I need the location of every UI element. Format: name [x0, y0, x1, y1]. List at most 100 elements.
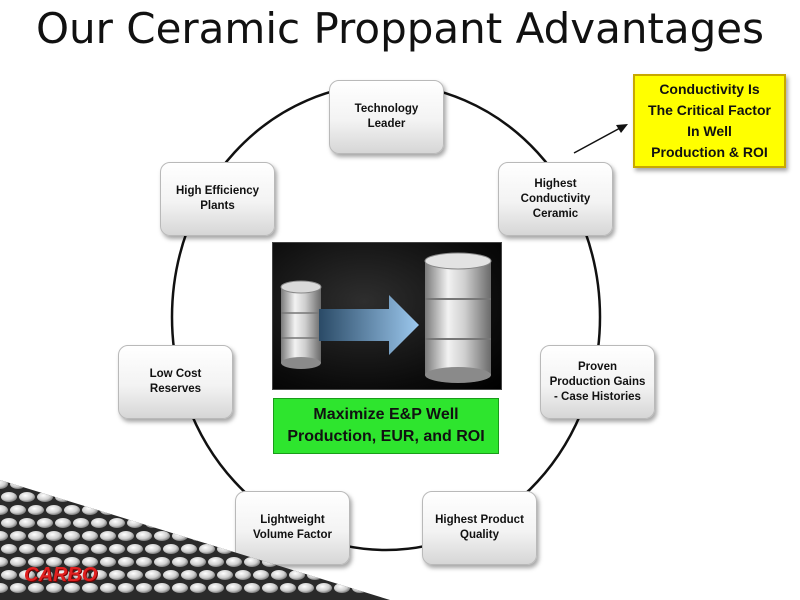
pellet [0, 557, 8, 567]
pellet [244, 583, 260, 593]
pellet [28, 583, 44, 593]
pellet [370, 583, 386, 593]
pellet [253, 544, 269, 554]
pellet [262, 557, 278, 567]
pellet [208, 583, 224, 593]
pellet [379, 518, 390, 528]
node-proven-production-gains: Proven Production Gains - Case Histories [540, 345, 655, 419]
pellet [190, 480, 206, 489]
pellet [199, 570, 215, 580]
pellet [37, 518, 53, 528]
pellet [181, 518, 197, 528]
pellet [64, 480, 80, 489]
pellet [316, 505, 332, 515]
pellet [289, 492, 305, 502]
pellet [253, 570, 269, 580]
pellet [154, 557, 170, 567]
pellet [316, 480, 332, 489]
pellet [370, 557, 386, 567]
pellet [19, 492, 35, 502]
pellet [370, 480, 386, 489]
pellet [370, 531, 386, 541]
pellet [199, 492, 215, 502]
pellet [163, 544, 179, 554]
pellet [19, 570, 35, 580]
pellet [208, 480, 224, 489]
pellet [199, 518, 215, 528]
pellet [100, 480, 116, 489]
pellet [343, 492, 359, 502]
pellet [100, 531, 116, 541]
pellet [361, 492, 377, 502]
pellet [199, 544, 215, 554]
pellet [73, 518, 89, 528]
pellet [0, 583, 8, 593]
pellet [55, 570, 71, 580]
pellet [325, 544, 341, 554]
pellet [46, 480, 62, 489]
pellet [172, 480, 188, 489]
pellet [118, 531, 134, 541]
small-barrel-icon [280, 280, 322, 369]
pellet [109, 492, 125, 502]
pellet [10, 531, 26, 541]
pellet [55, 518, 71, 528]
pellet [244, 531, 260, 541]
node-highest-conductivity-ceramic: Highest Conductivity Ceramic [498, 162, 613, 236]
pellet [46, 505, 62, 515]
pellet [28, 505, 44, 515]
pellet [226, 557, 242, 567]
pellet [73, 544, 89, 554]
pellet [208, 531, 224, 541]
pellet [82, 557, 98, 567]
pellet [280, 583, 296, 593]
pellet [298, 480, 314, 489]
pellet [226, 531, 242, 541]
pellet [127, 544, 143, 554]
pellet [55, 544, 71, 554]
pellet [325, 570, 341, 580]
pellet [154, 505, 170, 515]
pellet [1, 518, 17, 528]
pellet [109, 518, 125, 528]
pellet [343, 544, 359, 554]
pellet [0, 505, 8, 515]
pellet [316, 557, 332, 567]
pellet [82, 505, 98, 515]
pellet [1, 544, 17, 554]
pellet [154, 480, 170, 489]
pellet [82, 480, 98, 489]
pellet [28, 480, 44, 489]
pellet [235, 544, 251, 554]
pellet [163, 518, 179, 528]
pellet [136, 583, 152, 593]
pellet [100, 583, 116, 593]
pellet [325, 518, 341, 528]
pellet [73, 492, 89, 502]
pellet [64, 505, 80, 515]
pellet [46, 583, 62, 593]
pellet [73, 570, 89, 580]
pellet [1, 492, 17, 502]
pellet [100, 557, 116, 567]
pellet [145, 492, 161, 502]
pellet [145, 544, 161, 554]
pellet [244, 505, 260, 515]
pellet [253, 492, 269, 502]
pellet [379, 544, 390, 554]
pellet [217, 492, 233, 502]
pellet [289, 544, 305, 554]
pellet [172, 583, 188, 593]
pellet [109, 570, 125, 580]
pellet [64, 557, 80, 567]
pellet [100, 505, 116, 515]
pellet [361, 570, 377, 580]
pellet [307, 544, 323, 554]
pellet [10, 505, 26, 515]
pellet [352, 480, 368, 489]
pellet [91, 544, 107, 554]
pellet [208, 505, 224, 515]
pellet [118, 480, 134, 489]
pellet [37, 544, 53, 554]
pellet [271, 570, 287, 580]
